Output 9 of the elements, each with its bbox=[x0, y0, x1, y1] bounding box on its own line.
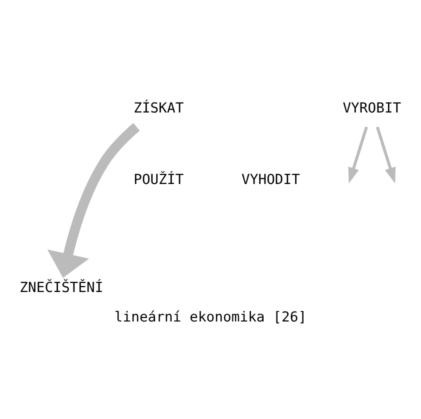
node-text: VYROBIT bbox=[342, 100, 402, 116]
node-text: ZÍSKAT bbox=[134, 100, 184, 116]
caption: lineární ekonomika [26] bbox=[114, 308, 307, 325]
label: VYHODIT bbox=[242, 171, 300, 188]
arrow bbox=[348, 126, 368, 183]
arrow bbox=[47, 122, 140, 278]
node-text: ZNEČIŠTĚNÍ bbox=[20, 280, 104, 296]
arrow bbox=[376, 126, 396, 183]
label: POUŽÍT bbox=[134, 171, 184, 188]
